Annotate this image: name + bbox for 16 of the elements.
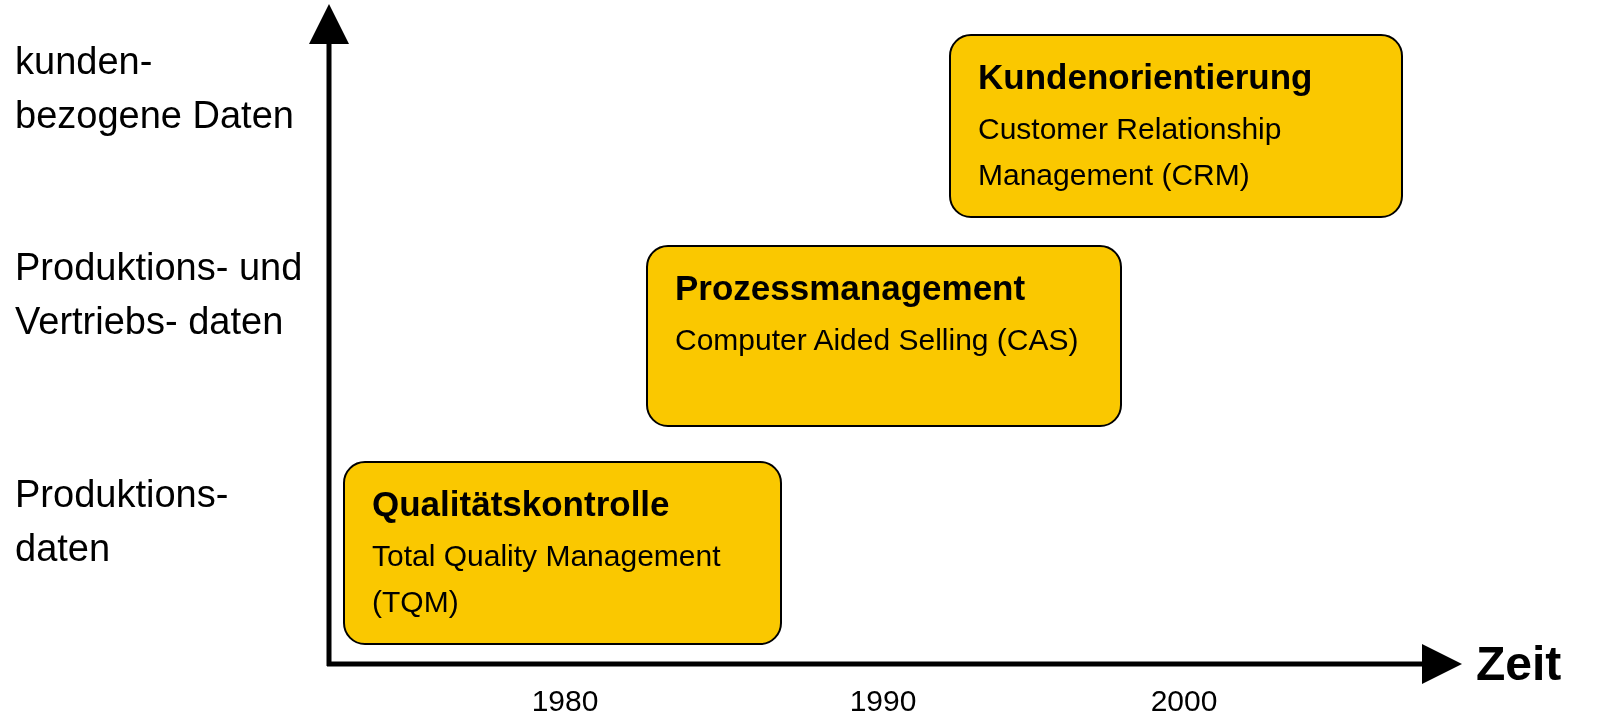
- axis-category-label: Produktions- und Vertriebs- daten: [15, 245, 304, 344]
- axis-category-label: kunden- bezogene Daten: [15, 39, 295, 138]
- axis-category-label: Produktions- daten: [15, 472, 230, 571]
- axis-tick-label: 1980: [530, 684, 600, 718]
- axis-tick-label: 1990: [848, 684, 918, 718]
- box-description: Computer Aided Selling (CAS): [675, 322, 1080, 358]
- box-description: Total Quality Management (TQM): [372, 538, 722, 620]
- axis-tick-label: 2000: [1149, 684, 1219, 718]
- box-title: Qualitätskontrolle: [372, 483, 671, 525]
- box-title: Kundenorientierung: [978, 56, 1314, 98]
- process-box: [949, 34, 1403, 218]
- process-box: [343, 461, 782, 645]
- box-title: Prozessmanagement: [675, 267, 1027, 309]
- axis-title: Zeit: [1476, 636, 1563, 692]
- box-description: Customer Relationship Management (CRM): [978, 111, 1283, 193]
- process-box: [646, 245, 1122, 427]
